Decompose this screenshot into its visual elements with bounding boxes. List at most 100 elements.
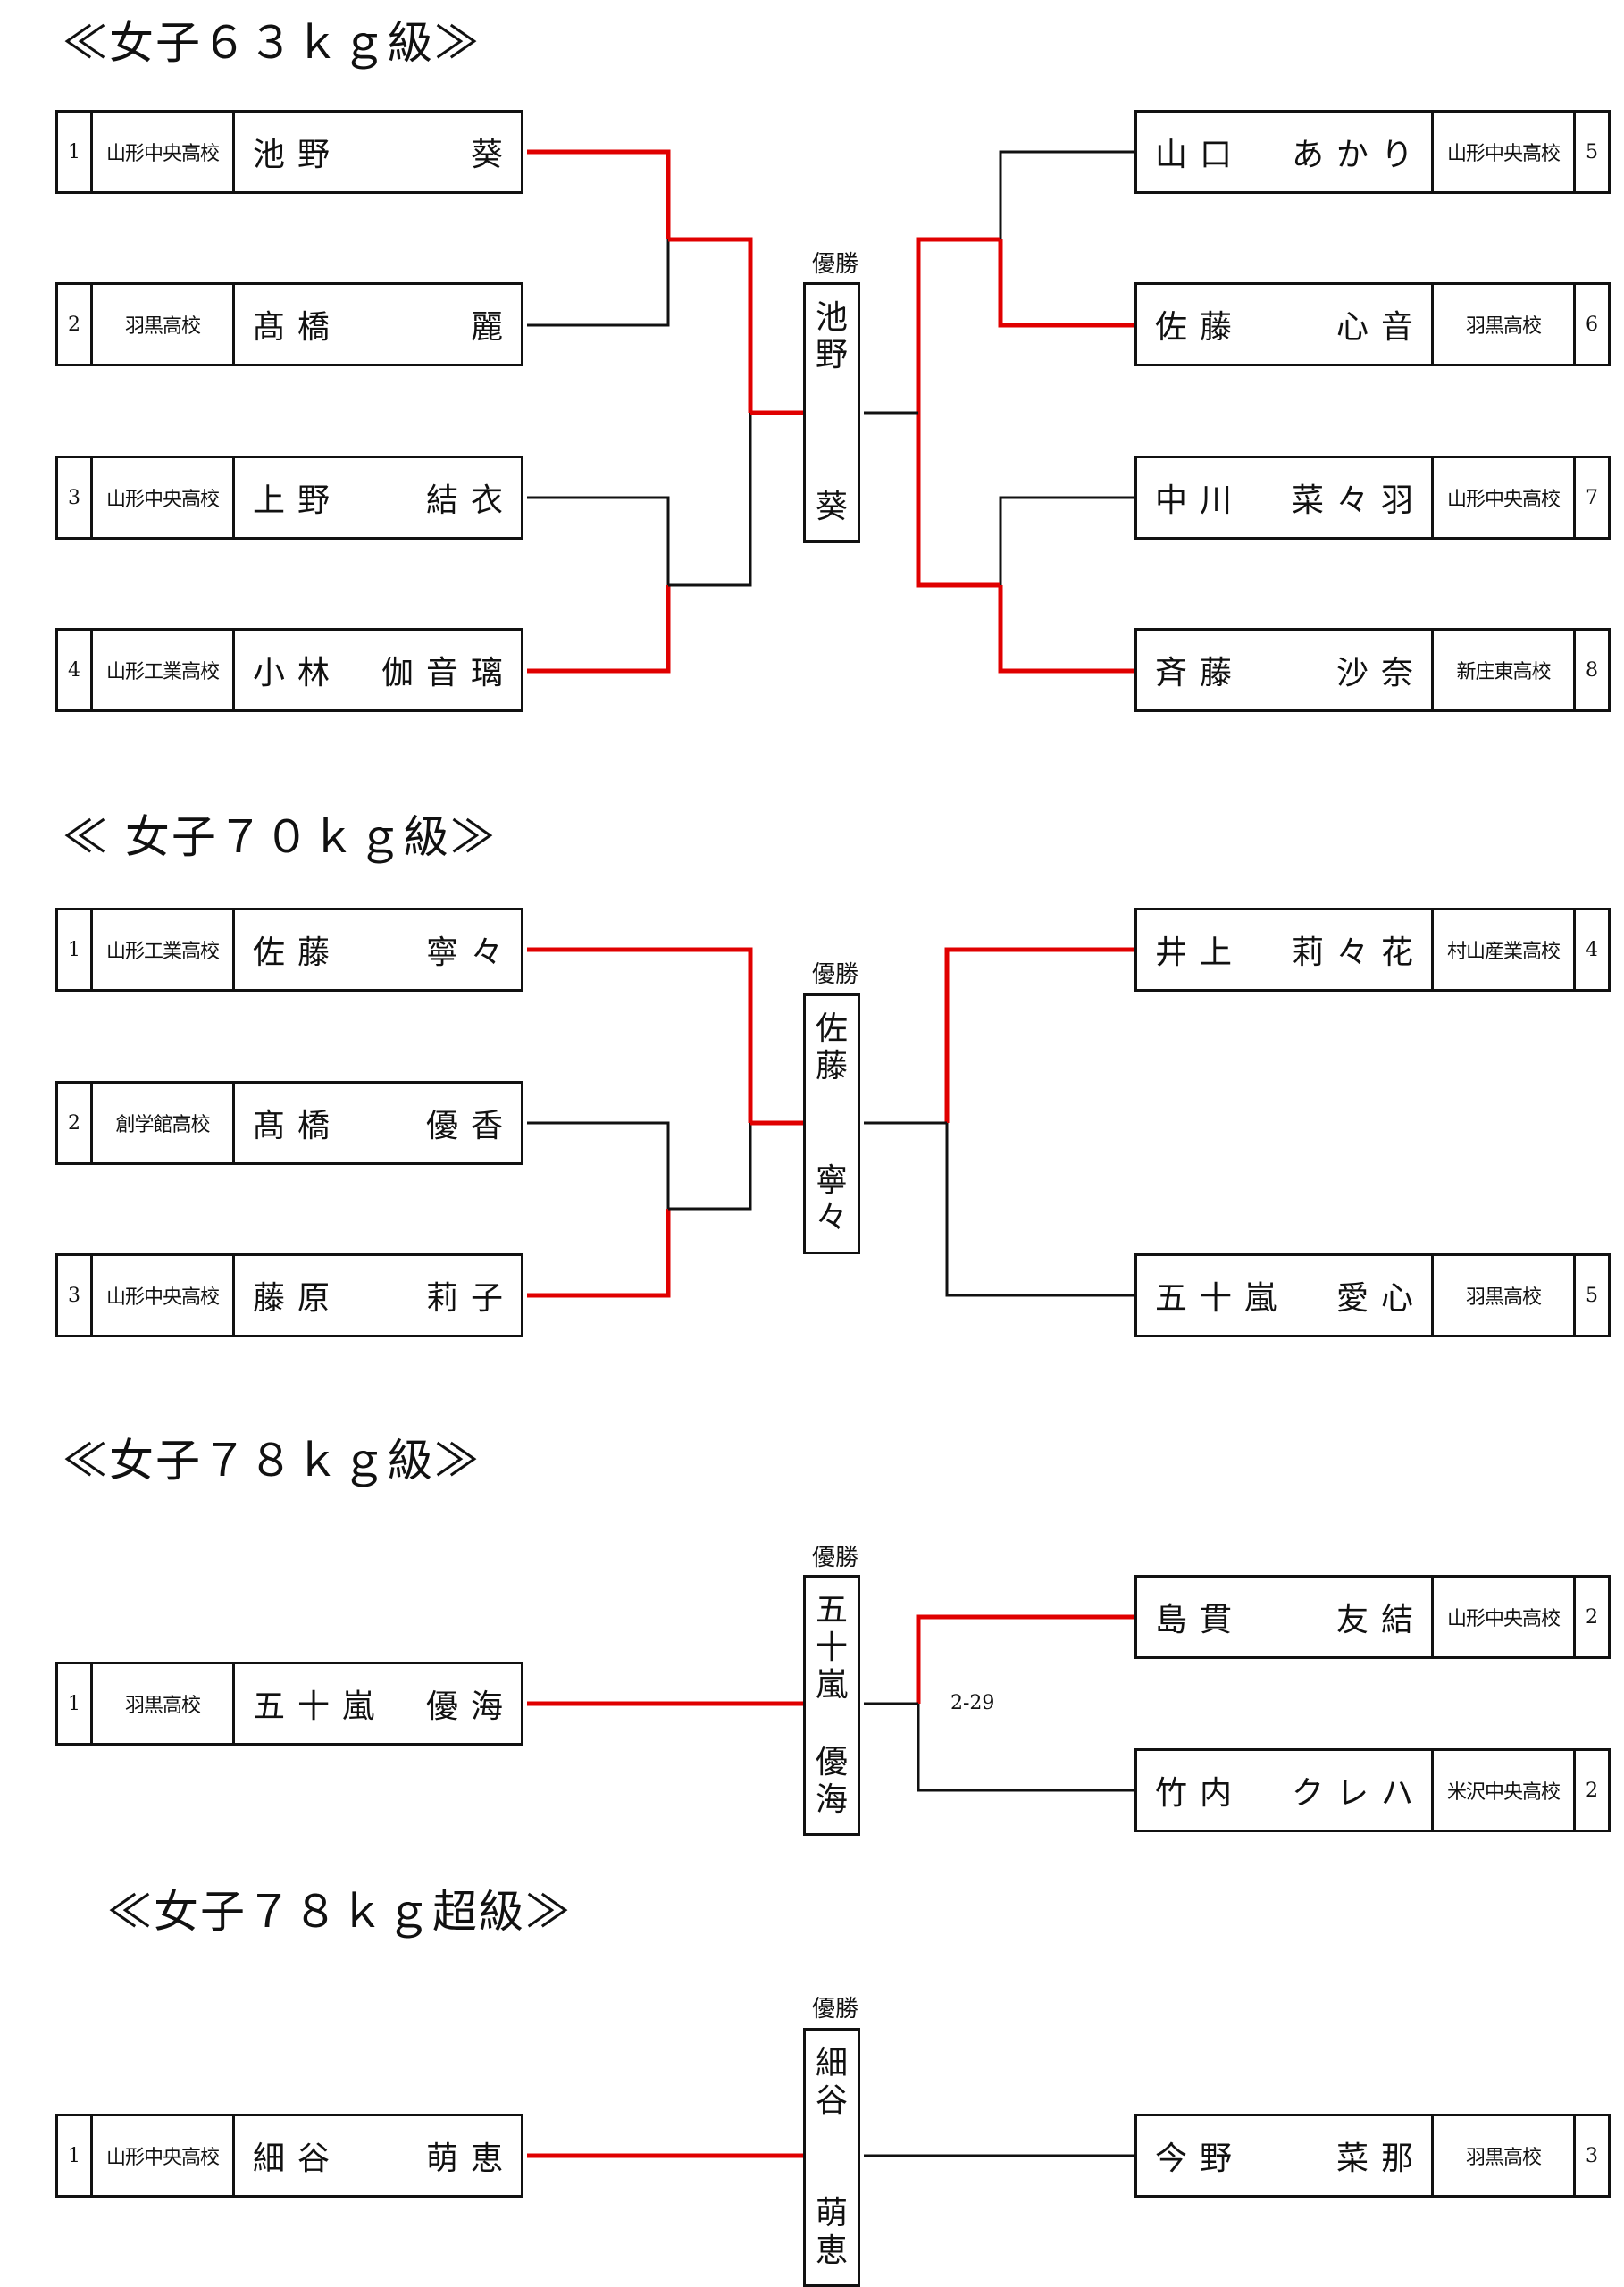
given-name: 沙奈: [1336, 647, 1413, 693]
line-70-r4: [944, 947, 1142, 1123]
winner-char: 細: [815, 2045, 848, 2082]
winner-char: 優: [815, 1744, 848, 1780]
athlete-name: 五十嵐愛心: [1137, 1256, 1434, 1335]
winner-family-name: 池野: [816, 299, 848, 374]
school-name: 米沢中央高校: [1434, 1751, 1576, 1830]
family-name: 今野: [1155, 2132, 1232, 2179]
winner-family-name: 五十嵐: [816, 1592, 848, 1705]
athlete-name: 今野菜那: [1137, 2116, 1434, 2195]
winner-given-name: 葵: [816, 489, 848, 526]
family-name: 五十嵐: [253, 1680, 374, 1727]
athlete-name: 斉藤 沙奈: [1137, 631, 1434, 709]
name-char: 々: [470, 934, 503, 971]
seed-number: 2: [1586, 1779, 1598, 1802]
athlete-name: 髙橋麗: [235, 285, 521, 364]
line-63-r8: [998, 585, 1142, 674]
name-char: 々: [1335, 934, 1369, 971]
winner-char: 海: [815, 1781, 848, 1818]
name-char: 音: [1380, 309, 1413, 346]
school-name: 創学館高校: [93, 1084, 235, 1162]
name-char: 五: [253, 1688, 286, 1725]
score-78kg: 2-29: [950, 1692, 995, 1714]
seed-number: 4: [1586, 938, 1598, 961]
name-char: ク: [1291, 1775, 1324, 1812]
winner-char: 池: [815, 299, 848, 336]
name-char: 心: [1335, 309, 1369, 346]
seed-number: 1: [58, 2116, 93, 2195]
line-78-r2: [917, 1704, 1142, 1792]
name-char: 谷: [297, 2140, 331, 2177]
seed-number: 2: [1586, 1605, 1598, 1629]
winner-char: 五: [815, 1592, 848, 1629]
seed-number: 1: [58, 1664, 93, 1743]
winner-box-0: 池野葵: [803, 282, 860, 543]
athlete-name: 小林伽音璃: [235, 631, 521, 709]
school-name: 羽黒高校: [1434, 1256, 1576, 1335]
school-name: 山形中央高校: [93, 2116, 235, 2195]
winner-char: 恵: [815, 2233, 848, 2269]
name-char: 島: [1155, 1602, 1188, 1638]
name-char: 葵: [470, 137, 503, 173]
given-name: 心音: [1336, 301, 1413, 348]
winner-char: 々: [815, 1200, 848, 1236]
name-char: 野: [297, 137, 331, 173]
seed-number: 7: [1586, 486, 1598, 509]
name-char: 竹: [1155, 1775, 1188, 1812]
family-name: 細谷: [253, 2132, 330, 2179]
given-name: 優香: [426, 1100, 503, 1146]
name-char: 恵: [470, 2140, 503, 2177]
winner-given-name: 寧々: [816, 1162, 848, 1237]
athlete-name: 上野結衣: [235, 458, 521, 537]
name-char: 髙: [253, 309, 286, 346]
family-name: 竹内: [1155, 1767, 1232, 1814]
school-name: 羽黒高校: [1434, 285, 1576, 364]
name-char: 髙: [253, 1108, 286, 1144]
school-name: 村山産業高校: [1434, 910, 1576, 989]
given-name: 友結: [1336, 1594, 1413, 1640]
school-name: 山形中央高校: [1434, 1578, 1576, 1656]
name-char: 優: [425, 1108, 458, 1144]
name-char: 十: [297, 1688, 331, 1725]
school-name: 山形中央高校: [1434, 113, 1576, 191]
name-char: 子: [470, 1280, 503, 1317]
given-name: 萌恵: [426, 2132, 503, 2179]
seed-number: 5: [1586, 1284, 1598, 1307]
entry-right-1-1: 五十嵐愛心羽黒高校 5: [1134, 1253, 1611, 1337]
name-char: あ: [1291, 137, 1324, 173]
name-char: 上: [1200, 934, 1233, 971]
winner-family-name: 佐藤: [816, 1010, 848, 1085]
winner-char: 野: [815, 337, 848, 373]
school-name: 山形中央高校: [93, 113, 235, 191]
family-name: 佐藤: [1155, 301, 1232, 348]
athlete-name: 山口あかり: [1137, 113, 1434, 191]
name-char: り: [1380, 137, 1413, 173]
section-title-70kg: ≪ 女子７０ｋｇ級≫: [63, 811, 497, 863]
family-name: 斉藤: [1155, 647, 1232, 693]
name-char: 嵐: [342, 1688, 375, 1725]
family-name: 島貫: [1155, 1594, 1232, 1640]
athlete-name: 井上莉々花: [1137, 910, 1434, 989]
family-name: 髙橋: [253, 1100, 330, 1146]
school-name: 山形工業高校: [93, 910, 235, 989]
line-63-l3: [527, 496, 670, 585]
name-char: 結: [425, 482, 458, 519]
seed-number: 8: [1586, 658, 1598, 682]
name-char: 藤: [297, 934, 331, 971]
name-char: 原: [297, 1280, 331, 1317]
school-name: 山形中央高校: [1434, 458, 1576, 537]
name-char: 優: [425, 1688, 458, 1725]
seed-number: 2: [58, 285, 93, 364]
name-char: 井: [1155, 934, 1188, 971]
school-name: 羽黒高校: [1434, 2116, 1576, 2195]
seed-number: 1: [58, 910, 93, 989]
line-63-l12: [668, 237, 753, 413]
name-char: 沙: [1335, 655, 1369, 691]
name-char: 林: [297, 655, 331, 691]
